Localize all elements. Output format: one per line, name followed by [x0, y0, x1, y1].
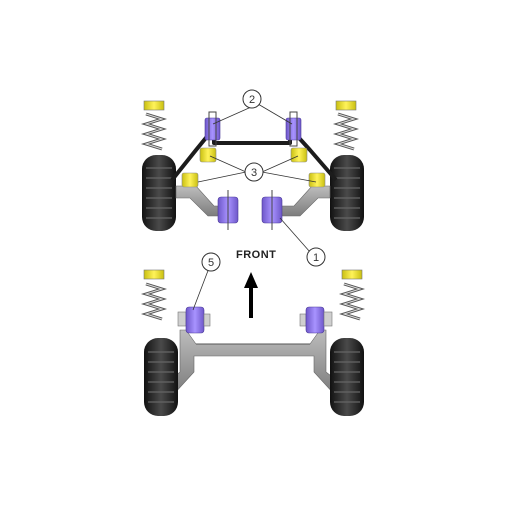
arb-mount-bush-left-upper — [199, 147, 217, 163]
callout-3: 3 — [197, 155, 317, 183]
rear-right-tyre — [330, 338, 364, 416]
lower-arm-bush-left — [217, 190, 239, 230]
anti-roll-bar — [170, 126, 338, 182]
front-arrow-icon — [244, 272, 258, 318]
front-right-tyre — [330, 155, 364, 231]
rear-left-spring — [140, 269, 168, 321]
callout-1-label: 1 — [313, 252, 319, 264]
callout-3-label: 3 — [251, 167, 257, 179]
rear-axle-assembly — [140, 269, 366, 416]
front-left-tyre — [142, 155, 176, 231]
arb-mount-bush-right-upper — [290, 147, 308, 163]
rear-left-tyre — [144, 338, 178, 416]
arb-link-bush-left — [204, 111, 221, 147]
front-lower-arm-right — [275, 185, 331, 217]
arb-mount-bush-right-lower — [308, 172, 326, 188]
front-right-spring — [332, 100, 360, 151]
rear-right-spring — [338, 269, 366, 321]
rear-beam-bush-right — [299, 306, 333, 334]
front-direction-indicator: FRONT — [236, 249, 276, 318]
callout-2-label: 2 — [249, 94, 255, 106]
arb-mount-bush-left-lower — [181, 172, 199, 188]
rear-beam-bush-left — [177, 306, 211, 334]
callout-2: 2 — [212, 89, 293, 125]
callout-1: 1 — [279, 217, 326, 267]
front-label: FRONT — [236, 249, 276, 261]
callout-5-label: 5 — [208, 257, 214, 269]
rear-axle-beam — [163, 329, 345, 395]
front-left-spring — [140, 100, 168, 151]
arb-link-bush-right — [285, 111, 302, 147]
front-axle-assembly — [140, 100, 364, 231]
lower-arm-bush-right — [261, 190, 283, 230]
callout-5: 5 — [192, 252, 221, 311]
